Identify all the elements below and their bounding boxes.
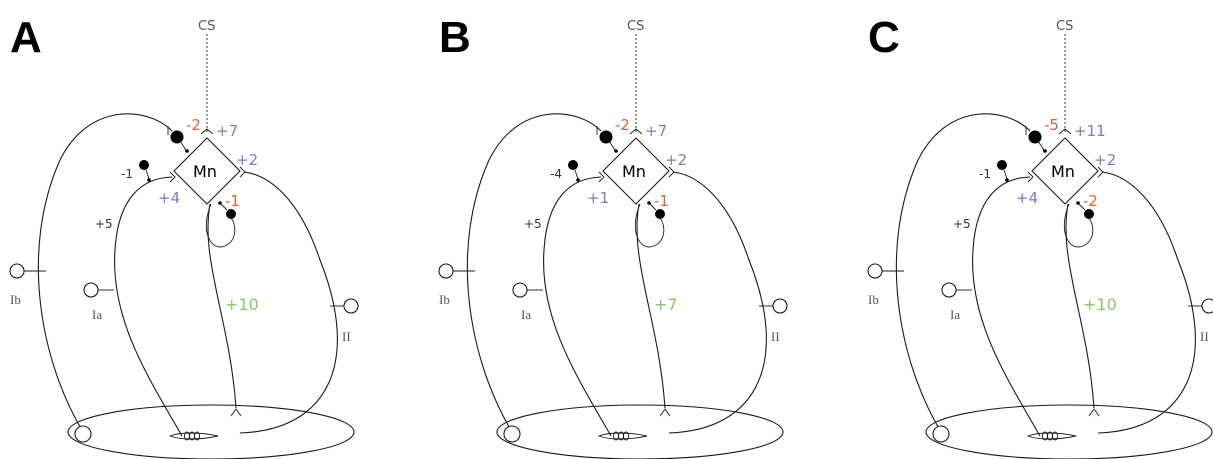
top-excitation-value: +7 (645, 122, 667, 140)
ii-label: II (342, 329, 351, 344)
left-inhibition-value: -1 (121, 167, 133, 181)
lower-inhibition-value: -1 (225, 192, 240, 210)
top-inhibition-value: -2 (615, 116, 630, 134)
right-excitation-value: +2 (665, 151, 687, 169)
ib-label: Ib (868, 292, 879, 307)
motoneuron-label: Mn (1051, 162, 1075, 181)
left-excitation-value: +1 (587, 189, 609, 207)
panel-letter-a: A (10, 13, 42, 62)
top-inhibition-value: -2 (186, 116, 201, 134)
ia-label: Ia (92, 307, 102, 322)
panel-b: B CS Mn Ib Ia II -2 +7 -4 +1 +5 +2 -1 +7 (438, 13, 788, 459)
ii-label: II (1200, 329, 1209, 344)
motoneuron-label: Mn (622, 162, 646, 181)
top-inhibition-value: -5 (1044, 116, 1059, 134)
right-excitation-value: +2 (1094, 151, 1116, 169)
ia-label: Ia (950, 307, 960, 322)
top-excitation-value: +7 (216, 122, 238, 140)
motoneuron-label: Mn (193, 162, 217, 181)
top-excitation-value: +11 (1074, 122, 1106, 140)
left-inhibition-value: -1 (979, 167, 991, 181)
ib-label: Ib (10, 292, 21, 307)
ii-label: II (771, 329, 780, 344)
ia-path-value: +5 (524, 217, 542, 231)
left-excitation-value: +4 (1016, 189, 1038, 207)
lower-inhibition-value: -1 (654, 192, 669, 210)
panel-letter-c: C (868, 13, 900, 62)
left-inhibition-value: -4 (550, 167, 562, 181)
panel-letter-b: B (439, 13, 471, 62)
cs-label: CS (198, 19, 215, 34)
left-excitation-value: +4 (158, 189, 180, 207)
motor-output-value: +7 (654, 295, 678, 314)
motor-output-value: +10 (1083, 295, 1117, 314)
ib-label: Ib (439, 292, 450, 307)
ia-path-value: +5 (95, 217, 113, 231)
lower-inhibition-value: -2 (1083, 192, 1098, 210)
right-excitation-value: +2 (236, 151, 258, 169)
ia-path-value: +5 (953, 217, 971, 231)
panel-a: A CS Mn Ib Ia II -2 +7 -1 +4 +5 +2 -1 +1… (9, 13, 359, 459)
cs-label: CS (627, 19, 644, 34)
cs-label: CS (1056, 19, 1073, 34)
motor-output-value: +10 (225, 295, 259, 314)
ia-label: Ia (521, 307, 531, 322)
panel-c: C CS Mn Ib Ia II -5 +11 -1 +4 +5 +2 -2 +… (867, 13, 1213, 459)
